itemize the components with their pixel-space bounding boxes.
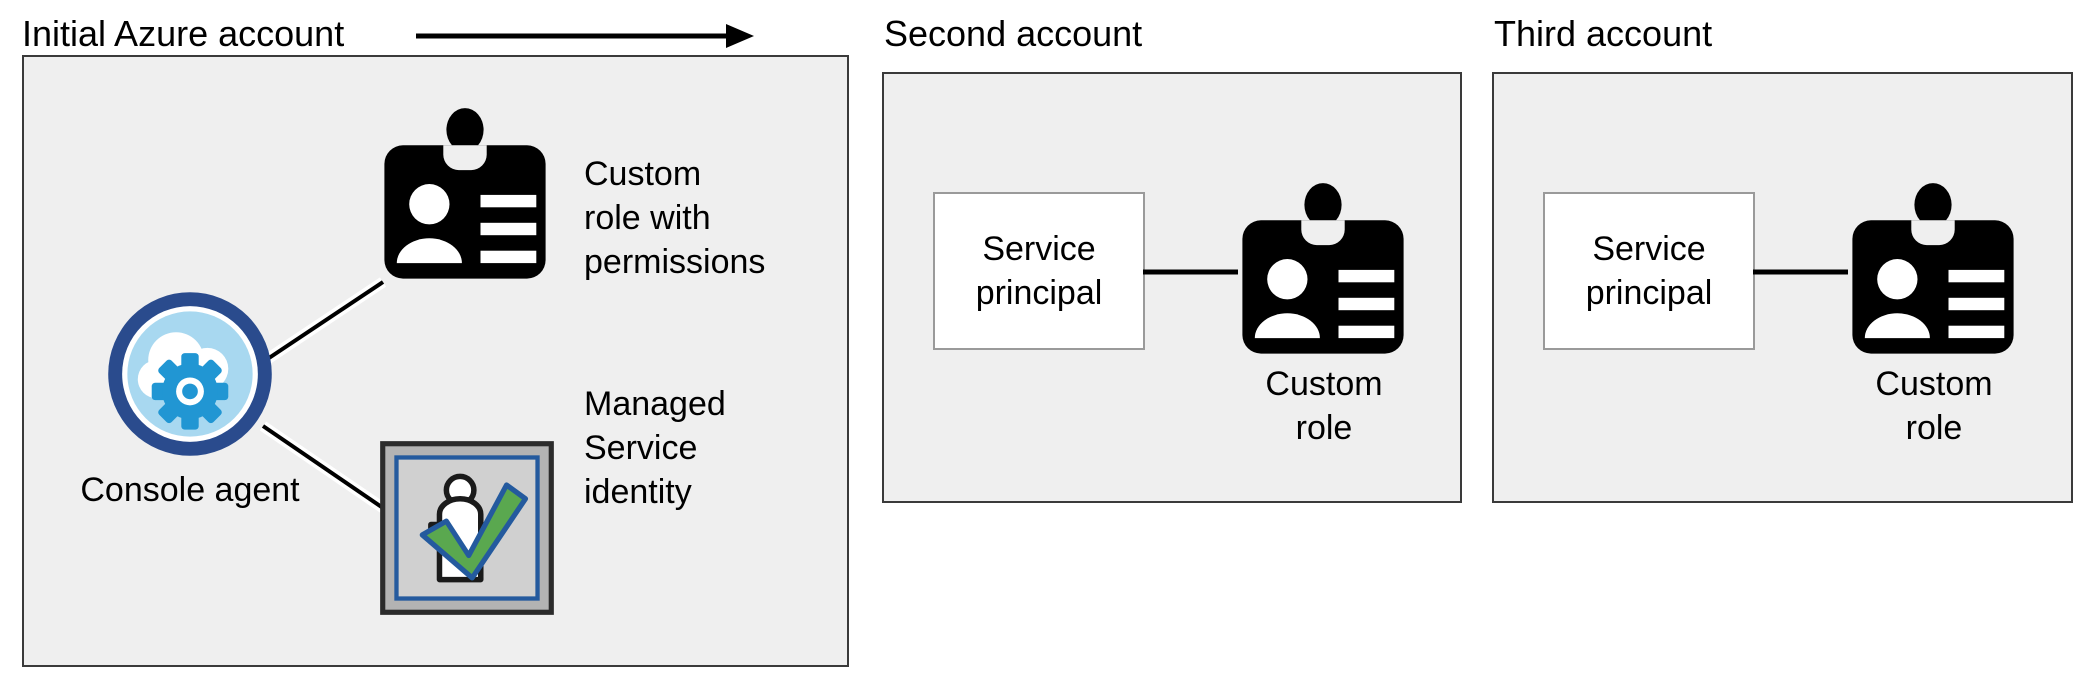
flow-arrow-initial-to-second bbox=[410, 16, 760, 56]
panel-title-initial-azure-account: Initial Azure account bbox=[22, 13, 345, 54]
node-label-custom-role-second: Custom role bbox=[1265, 365, 1383, 447]
connector-group-panel-1 bbox=[255, 240, 585, 630]
id-badge-icon bbox=[1840, 183, 2026, 363]
node-label-custom-role-permissions: Custom role with permissions bbox=[584, 155, 766, 281]
node-label-console-agent: Console agent bbox=[80, 471, 300, 509]
panel-title-second-account: Second account bbox=[884, 13, 1143, 54]
id-badge-icon bbox=[1230, 183, 1416, 363]
managed-service-identity-icon bbox=[380, 441, 554, 615]
node-service-principal-second: Service principal bbox=[933, 192, 1145, 350]
node-label-custom-role-third: Custom role bbox=[1875, 365, 1993, 447]
panel-title-third-account: Third account bbox=[1494, 13, 1713, 54]
node-service-principal-third: Service principal bbox=[1543, 192, 1755, 350]
id-badge-icon bbox=[372, 108, 558, 288]
node-label-managed-service-identity: Managed Service identity bbox=[584, 385, 726, 511]
connector-sp-to-role-third bbox=[1753, 262, 1848, 282]
connector-sp-to-role-second bbox=[1143, 262, 1238, 282]
cloud-gear-circle-icon bbox=[103, 287, 277, 461]
